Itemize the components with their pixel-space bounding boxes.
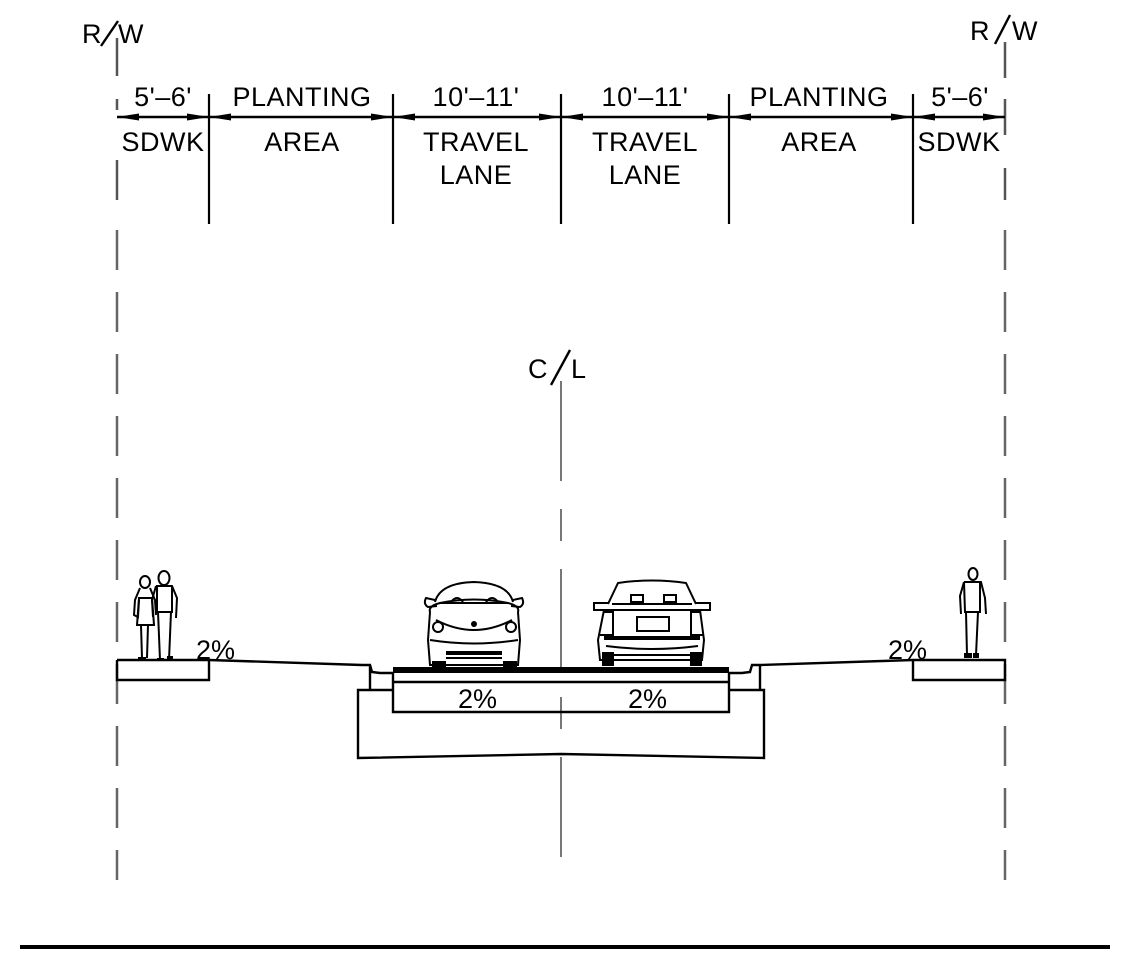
curb-right	[729, 663, 760, 675]
grade-lane-right: 2%	[628, 684, 667, 714]
vehicle-sedan-rear-icon	[593, 579, 711, 666]
segment-label: AREA	[264, 127, 340, 157]
segment-sdwk-left: 5'–6' SDWK	[122, 82, 205, 157]
rw-left-text-w: W	[118, 19, 144, 49]
cl-slash	[549, 349, 572, 386]
subbase	[356, 688, 766, 760]
dim-text: 10'–11'	[433, 82, 520, 112]
rw-right-text-r: R	[970, 16, 990, 46]
sidewalk-slab-left	[115, 658, 211, 682]
segment-label: AREA	[781, 127, 857, 157]
cl-text-c: C	[528, 354, 548, 384]
base-course	[391, 673, 731, 714]
sidewalk-slab-right	[911, 658, 1007, 682]
pedestrians-couple-icon	[132, 570, 179, 661]
centerline-label: C L	[528, 349, 587, 386]
segment-planting-right: PLANTING AREA	[749, 82, 888, 157]
curb-left	[362, 663, 393, 675]
segment-label-line1: TRAVEL	[423, 127, 529, 157]
segment-label: SDWK	[122, 127, 205, 157]
asphalt-surface	[393, 667, 729, 673]
dim-text: 10'–11'	[602, 82, 689, 112]
rw-right-slash	[993, 14, 1012, 45]
cl-text-l: L	[571, 354, 587, 384]
rw-label-left: R W	[82, 19, 144, 49]
pedestrian-single-icon	[958, 567, 987, 658]
segment-label-line2: LANE	[440, 160, 513, 190]
segment-sdwk-right: 5'–6' SDWK	[918, 82, 1001, 157]
dim-text: 5'–6'	[134, 82, 192, 112]
rw-left-slash	[100, 20, 119, 47]
segment-label-line1: TRAVEL	[592, 127, 698, 157]
segment-label: SDWK	[918, 127, 1001, 157]
segment-label-line2: LANE	[609, 160, 682, 190]
grade-sidewalk-right: 2%	[888, 635, 927, 665]
grade-sidewalk-left: 2%	[196, 635, 235, 665]
segment-planting-left: PLANTING AREA	[232, 82, 371, 157]
pavement-section	[115, 658, 1007, 760]
rw-right-text-w: W	[1012, 16, 1038, 46]
bottom-rule	[20, 945, 1110, 949]
grade-lane-left: 2%	[458, 684, 497, 714]
segment-boundaries	[207, 94, 915, 224]
rw-label-right: R W	[970, 14, 1038, 46]
rw-left-text-r: R	[82, 19, 102, 49]
segment-travel-right: 10'–11' TRAVEL LANE	[592, 82, 698, 190]
planting-surface-right	[759, 658, 914, 667]
dim-text: PLANTING	[232, 82, 371, 112]
dim-text: 5'–6'	[931, 82, 989, 112]
planting-surface-left	[208, 658, 363, 667]
segment-travel-left: 10'–11' TRAVEL LANE	[423, 82, 529, 190]
vehicle-compact-front-icon	[423, 580, 525, 667]
dim-text: PLANTING	[749, 82, 888, 112]
